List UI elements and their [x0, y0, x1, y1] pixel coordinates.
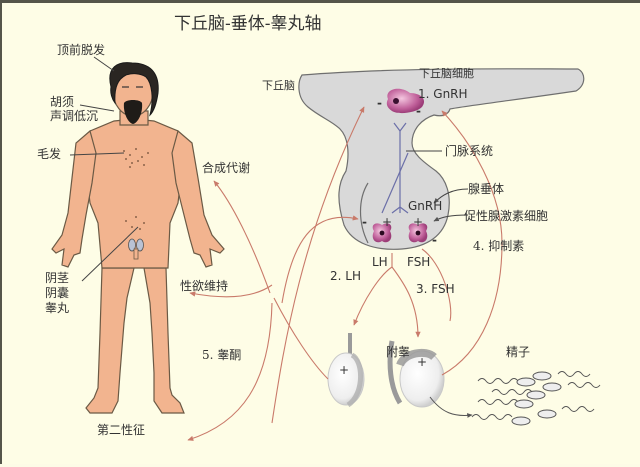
testis-right	[387, 340, 445, 408]
label-fsh-cell: FSH	[407, 255, 431, 269]
sign-minus-pit-right: -	[432, 233, 437, 247]
label-sperm: 精子	[506, 345, 531, 359]
label-libido: 性欲维持	[180, 279, 229, 293]
sperm-group	[471, 371, 601, 426]
label-gnrh-1: 1. GnRH	[418, 87, 468, 101]
beard	[123, 100, 143, 124]
label-secondary-sex-characteristics: 第二性征	[97, 423, 146, 437]
hair	[109, 62, 159, 117]
label-beard: 胡须	[50, 95, 75, 109]
label-gonadotroph: 促性腺激素细胞	[464, 209, 549, 223]
label-hypothalamus: 下丘脑	[262, 79, 295, 92]
lh-cell	[372, 223, 392, 243]
sign-plus-lh: +	[382, 215, 393, 229]
label-scrotum: 阴囊	[45, 286, 70, 300]
label-body-hair: 毛发	[37, 147, 62, 161]
label-epididymis: 附睾	[386, 345, 411, 359]
sign-minus-hypo-left: -	[377, 96, 382, 110]
diagram-graphics	[51, 56, 601, 441]
portal-vessels	[381, 122, 409, 214]
label-frontal-baldness: 顶前脱发	[57, 43, 106, 57]
label-lh-pathway: 2. LH	[330, 269, 361, 283]
hypothalamus-shape	[298, 68, 585, 250]
genitals	[125, 216, 145, 260]
label-deep-voice: 声调低沉	[50, 109, 99, 123]
label-testosterone-pathway: 5. 睾酮	[202, 348, 242, 362]
label-anterior-pituitary: 腺垂体	[468, 182, 505, 196]
label-testis-body: 睾丸	[45, 301, 70, 315]
testis-left	[327, 333, 365, 408]
sign-plus-testis-left: +	[339, 363, 350, 377]
sign-minus-pit-left: -	[362, 215, 367, 229]
label-anabolism: 合成代谢	[202, 161, 251, 175]
sign-minus-hypo-right: -	[416, 104, 421, 118]
label-portal-system: 门脉系统	[445, 144, 494, 158]
body-pointer-lines	[69, 56, 139, 282]
chest-hair	[123, 148, 149, 168]
label-penis: 阴茎	[45, 271, 70, 285]
human-figure	[51, 65, 225, 414]
label-fsh-pathway: 3. FSH	[416, 282, 455, 296]
label-gnrh-pituitary: GnRH	[408, 199, 443, 213]
label-inhibin-pathway: 4. 抑制素	[473, 239, 525, 253]
sign-plus-fsh: +	[413, 215, 424, 229]
hypothalamic-cell	[386, 88, 425, 114]
label-hypothalamic-cell: 下丘脑细胞	[419, 67, 474, 80]
sign-plus-testis-right: +	[417, 355, 428, 369]
diagram-title: 下丘脑-垂体-睾丸轴	[174, 14, 322, 34]
label-lh-cell: LH	[372, 255, 388, 269]
fsh-cell	[408, 223, 428, 243]
pathway-arrows	[187, 106, 503, 441]
